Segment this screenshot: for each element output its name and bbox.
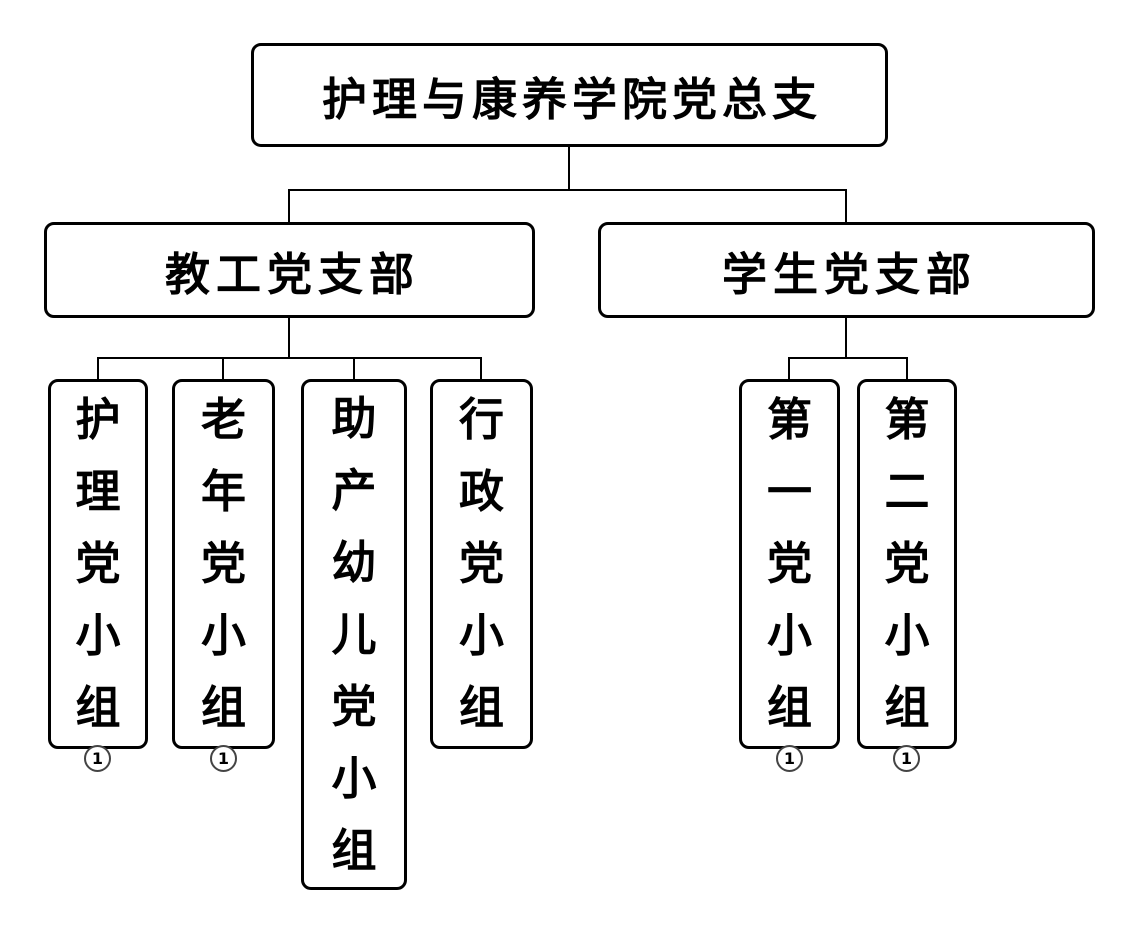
group-box-first-label: 第一党小组 (766, 393, 812, 734)
footnote-badge-number: 1 (900, 749, 913, 768)
connector-line (568, 146, 570, 191)
footnote-badge-circle: 1 (210, 745, 237, 772)
group-box-elderly-label: 老年党小组 (200, 393, 246, 734)
group-box-midwifery-label: 助产幼儿党小组 (331, 391, 377, 877)
connector-line (480, 357, 482, 380)
group-box-second: 第二党小组 (857, 379, 957, 749)
connector-line (845, 189, 847, 224)
connector-line (97, 357, 482, 359)
group-box-midwifery: 助产幼儿党小组 (301, 379, 407, 890)
connector-line (288, 189, 847, 191)
group-box-admin-label: 行政党小组 (458, 393, 504, 734)
student-branch-box: 学生党支部 (598, 222, 1095, 318)
connector-line (288, 316, 290, 358)
connector-line (788, 357, 790, 380)
footnote-badge-circle: 1 (893, 745, 920, 772)
student-branch-label: 学生党支部 (721, 247, 977, 301)
connector-line (97, 357, 99, 380)
connector-line (222, 357, 224, 380)
group-box-elderly: 老年党小组 (172, 379, 275, 749)
connector-line (288, 189, 290, 224)
group-box-second-label: 第二党小组 (884, 393, 930, 734)
faculty-branch-label: 教工党支部 (164, 247, 420, 301)
connector-line (906, 357, 908, 380)
group-box-admin: 行政党小组 (430, 379, 533, 749)
connector-line (845, 316, 847, 358)
footnote-badge-circle: 1 (84, 745, 111, 772)
group-box-first: 第一党小组 (739, 379, 840, 749)
footnote-badge-circle: 1 (776, 745, 803, 772)
connector-line (788, 357, 908, 359)
footnote-badge-number: 1 (783, 749, 796, 768)
footnote-badge-number: 1 (91, 749, 104, 768)
group-box-nursing-label: 护理党小组 (75, 393, 121, 734)
connector-line (353, 357, 355, 380)
group-box-nursing: 护理党小组 (48, 379, 148, 749)
faculty-branch-box: 教工党支部 (44, 222, 535, 318)
footnote-badge-number: 1 (217, 749, 230, 768)
root-box-label: 护理与康养学院党总支 (321, 72, 822, 126)
root-box: 护理与康养学院党总支 (251, 43, 888, 147)
